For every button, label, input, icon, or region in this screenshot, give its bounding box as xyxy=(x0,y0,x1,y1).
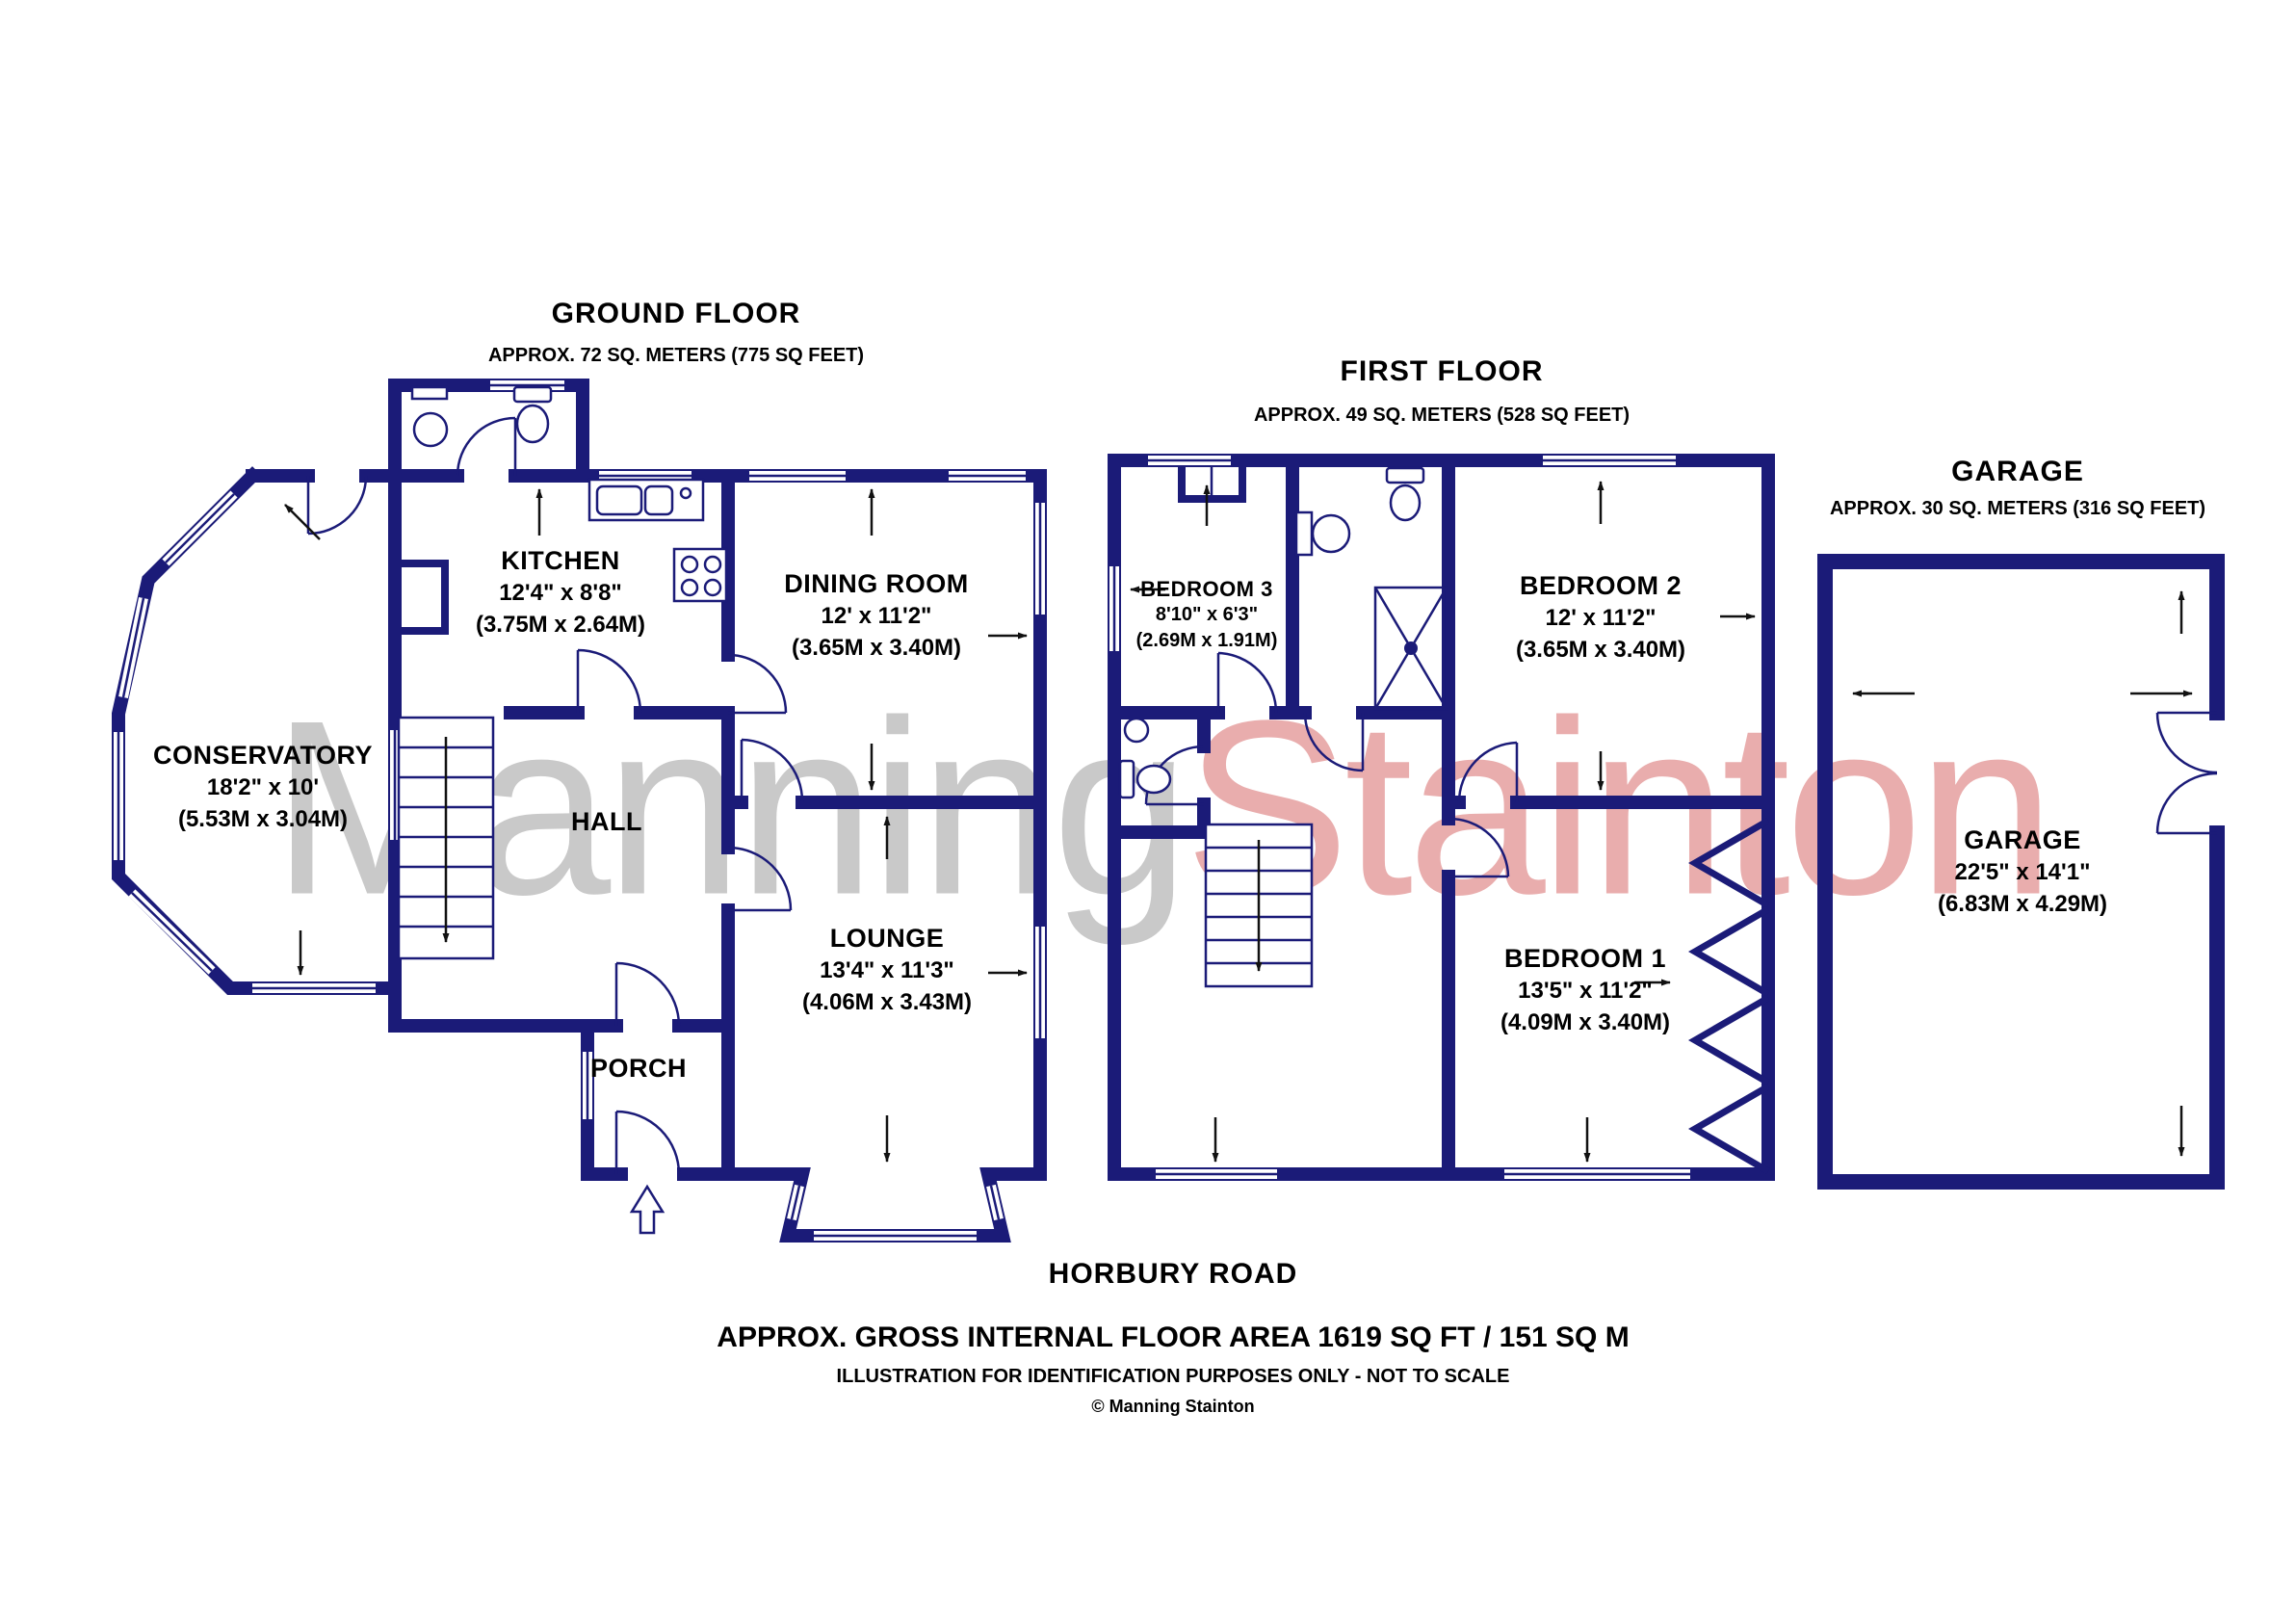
ground-floor-interior-walls xyxy=(246,469,1047,1181)
garage-dimension-arrows xyxy=(1852,590,2193,1157)
garage-walls xyxy=(1817,554,2225,1190)
first-floor-plan xyxy=(1108,454,1775,1181)
first-floor-windows xyxy=(1109,456,1690,1179)
staircase-ground xyxy=(397,716,495,960)
wardrobe-doors xyxy=(1688,817,1770,1175)
wc2-basin-icon xyxy=(1123,717,1150,744)
ground-floor-windows xyxy=(114,380,1045,1241)
first-floor-outline xyxy=(1108,454,1775,1181)
wc-toilet-icon xyxy=(512,385,553,444)
entry-arrow xyxy=(629,1184,665,1235)
first-floor-dimension-arrows xyxy=(1130,481,1756,1163)
garage-plan xyxy=(1817,554,2225,1190)
wc-basin-icon xyxy=(410,385,449,448)
first-floor-door-arcs xyxy=(1144,651,1519,878)
kitchen-sink-icon xyxy=(587,478,705,522)
ground-floor-door-arcs xyxy=(306,416,804,1175)
ground-floor-plan xyxy=(112,379,1047,1243)
bathroom-toilet-icon xyxy=(1385,466,1425,522)
chimney-breast xyxy=(391,560,449,635)
conservatory-outline xyxy=(112,466,402,995)
shower-icon xyxy=(1373,586,1448,711)
ground-floor-dimension-arrows xyxy=(284,488,1028,1163)
first-floor-interior-walls xyxy=(1108,454,1775,1181)
bathroom-basin-icon xyxy=(1294,510,1351,557)
hob-icon xyxy=(672,547,728,603)
staircase-first xyxy=(1204,823,1314,988)
wc2-toilet-icon xyxy=(1118,759,1172,799)
garage-door-arcs xyxy=(2155,711,2218,835)
